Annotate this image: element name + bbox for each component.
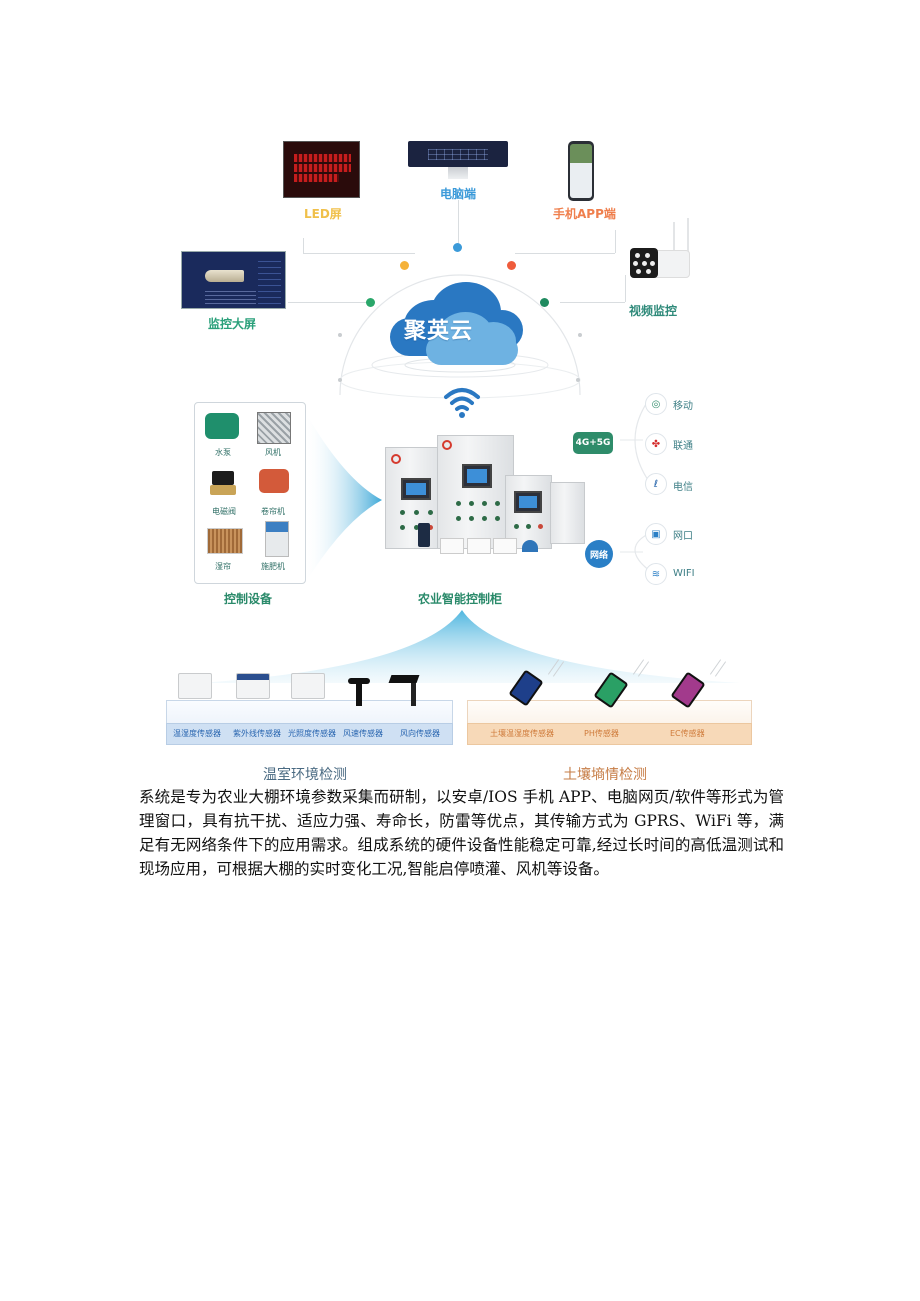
control-cabinet-medium [505,475,552,549]
control-cabinet-small [385,447,447,549]
china-telecom-icon: ℓ [645,473,667,495]
network-option-label: 网口 [673,531,693,542]
big-screen-label: 监控大屏 [208,317,257,331]
solenoid-valve-icon [212,471,234,485]
wind-vane [388,675,420,683]
connector-line [288,302,368,303]
wind-direction-sensor-icon [411,682,416,706]
operator-label: 电信 [673,482,693,493]
arc-dot-green [366,298,375,307]
control-item-label: 湿帘 [215,562,231,571]
orbit-arc [338,274,582,399]
led-screen-label: LED屏 [304,207,342,221]
env-sensor-label: 风向传感器 [400,729,440,738]
network-branch-arcs [620,397,651,572]
soil-monitoring-caption: 土壤墒情检测 [563,767,647,783]
roller-motor-icon [259,469,289,493]
greenhouse-monitoring-caption: 温室环境检测 [263,767,347,783]
flow-arrow-down [200,610,740,683]
cloud-platform: 聚英云 [386,280,526,365]
arc-dot-yellow [400,261,409,270]
wifi-icon [444,388,480,418]
connector-line [560,302,625,303]
uv-sensor-icon [236,673,270,699]
control-item-label: 风机 [265,448,281,457]
cloud-brand-text: 聚英云 [404,319,474,344]
monitoring-big-screen-image [181,251,286,309]
computer-monitor-image [408,141,508,167]
wind-cups [348,678,370,684]
env-sensor-label: 风速传感器 [343,729,383,738]
connector-line [303,253,415,254]
arc-dot-dark-green [540,298,549,307]
wind-speed-sensor-icon [356,678,362,706]
control-item-label: 卷帘机 [261,507,285,516]
camera-antenna [687,218,689,276]
control-item-label: 水泵 [215,448,231,457]
operator-label: 移动 [673,401,693,412]
china-mobile-icon: ◎ [645,393,667,415]
monitor-stand [448,167,468,179]
temp-humidity-sensor-icon [178,673,212,699]
control-item-label: 施肥机 [261,562,285,571]
env-sensor-label: 温湿度传感器 [173,729,221,738]
water-pump-icon [205,413,239,439]
soil-sensor-label: EC传感器 [670,729,705,738]
ethernet-port-icon: ▣ [645,523,667,545]
system-architecture-diagram: LED屏 电脑端 手机APP端 监控大屏 视频监控 聚英云 [160,130,760,755]
control-item-label: 电磁阀 [212,507,236,516]
cellular-badge: 4G+5G [573,432,613,454]
connector-line [625,275,626,302]
greenhouse-sensor-shelf [166,700,453,745]
valve-body [210,485,236,495]
flow-arrow-left [304,410,382,585]
mobile-phone-image [568,141,594,201]
front-sensor-box [493,538,517,554]
light-sensor-icon [291,673,325,699]
description-paragraph: 系统是专为农业大棚环境参数采集而研制，以安卓/IOS 手机 APP、电脑网页/软… [139,788,784,878]
arc-dot-blue [453,243,462,252]
env-sensor-label: 紫外线传感器 [233,729,281,738]
connector-line [615,230,616,253]
computer-label: 电脑端 [440,187,477,201]
operator-label: 联通 [673,441,693,452]
control-cabinet-large [437,435,514,549]
arc-dot-red [507,261,516,270]
wifi-small-icon: ≋ [645,563,667,585]
network-badge: 网络 [585,540,613,568]
soil-sensor-label: PH传感器 [584,729,619,738]
control-cabinet-plain [550,482,585,544]
video-surveillance-label: 视频监控 [629,304,678,318]
front-sensor-box [467,538,491,554]
front-sensor-box [440,538,464,554]
connector-line [458,200,459,245]
sensor-probe-front [418,523,430,547]
soil-sensor-label: 土壤温湿度传感器 [490,729,554,738]
camera-antenna [673,222,675,272]
env-sensor-label: 光照度传感器 [288,729,336,738]
fan-icon [257,412,291,444]
china-unicom-icon: ✤ [645,433,667,455]
camera-lens-face [630,248,658,278]
wet-curtain-icon [207,528,243,554]
led-screen-image [283,141,360,198]
cabinet-title: 农业智能控制柜 [418,592,503,606]
control-devices-title: 控制设备 [224,592,273,606]
connector-line [515,253,615,254]
mobile-app-label: 手机APP端 [553,207,616,221]
connector-line [303,238,304,253]
network-option-label: WIFI [673,568,695,579]
front-sensor-dome [522,540,538,552]
control-devices-panel: 水泵 风机 电磁阀 卷帘机 湿帘 施肥机 [194,402,306,584]
fertilizer-machine-icon [265,521,289,557]
